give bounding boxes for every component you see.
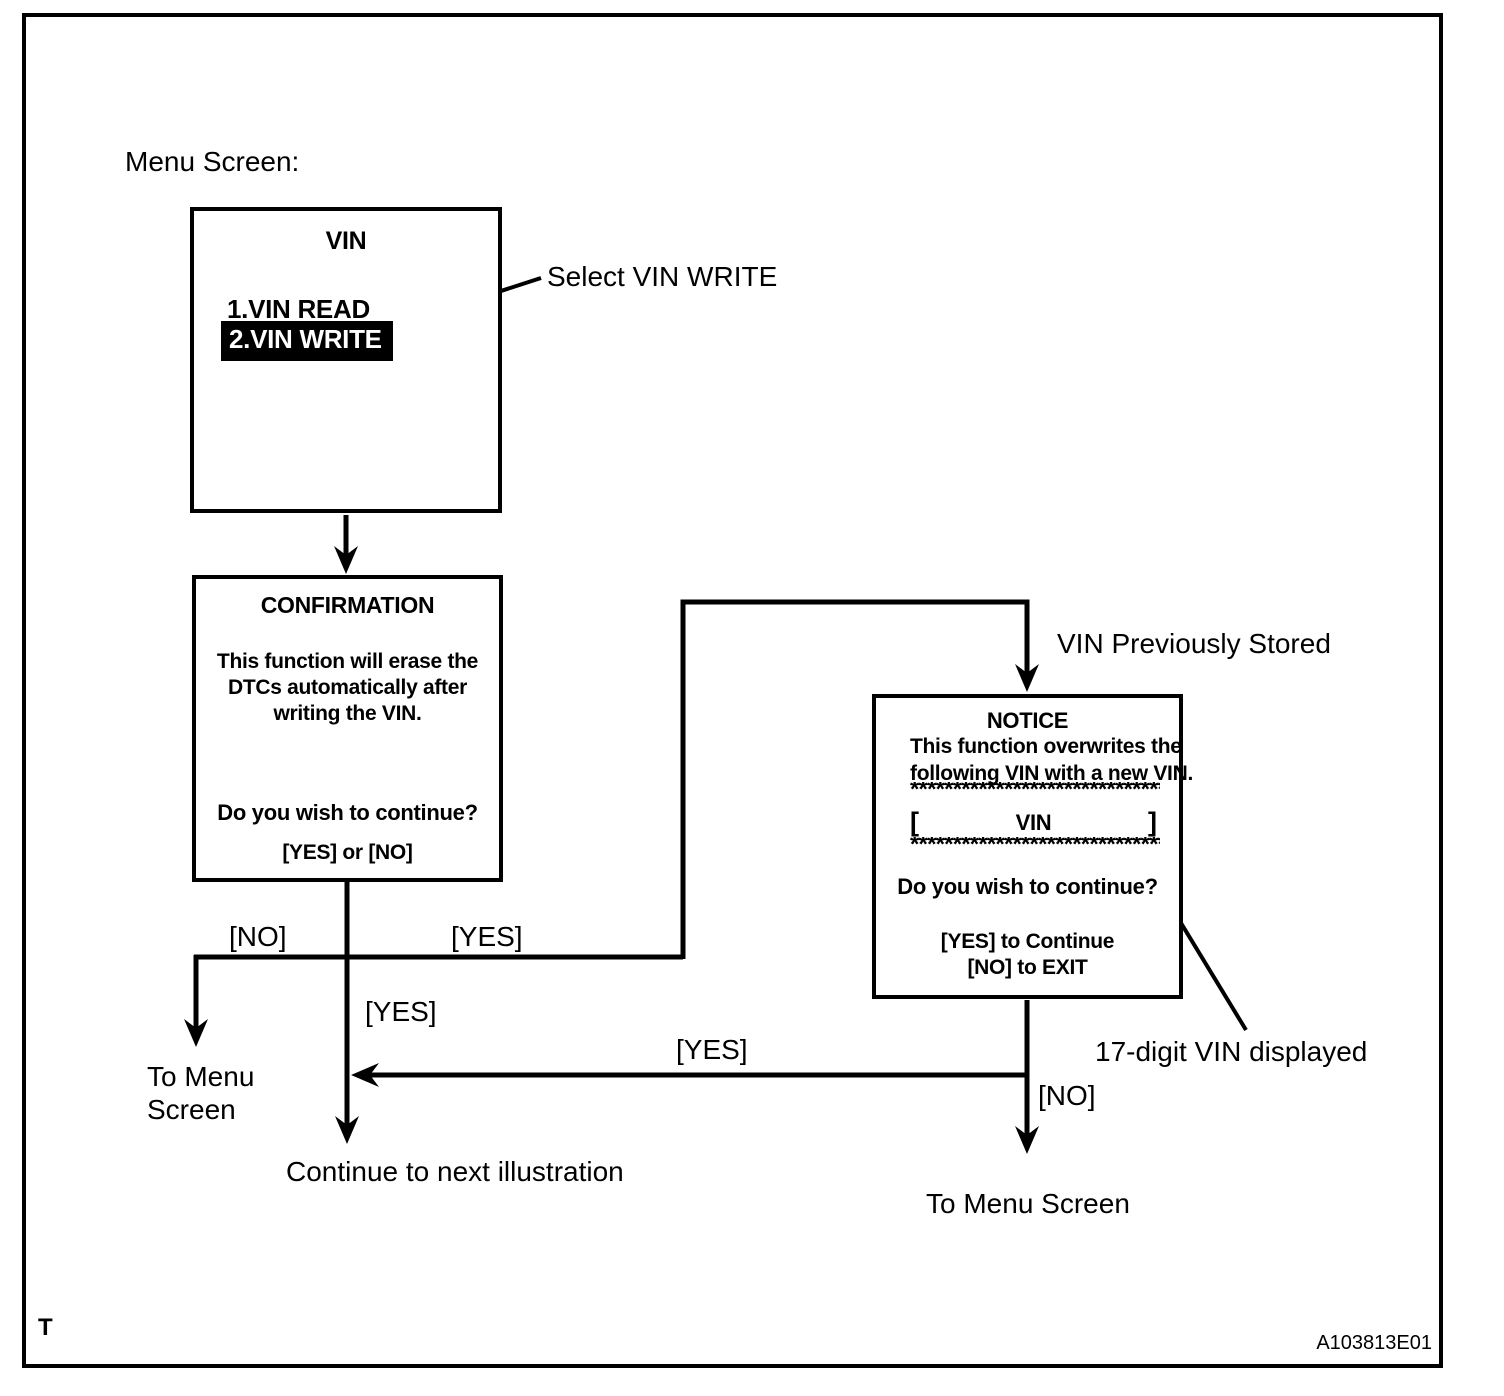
notice-stars-row: ****************************** bbox=[910, 782, 1160, 797]
callout-select-vin-write: Select VIN WRITE bbox=[547, 261, 778, 292]
notice-body: This function overwrites the following V… bbox=[910, 733, 1193, 787]
figure-code: A103813E01 bbox=[1316, 1332, 1432, 1354]
notice-question: Do you wish to continue? bbox=[897, 874, 1158, 899]
notice-title: NOTICE bbox=[986, 708, 1069, 733]
menu-item-vin-write-label: 2.VIN WRITE bbox=[229, 324, 382, 354]
destination-continue-next: Continue to next illustration bbox=[286, 1156, 624, 1187]
confirmation-body: This function will erase the DTCs automa… bbox=[196, 649, 499, 727]
destination-to-menu-screen-left: To Menu Screen bbox=[147, 1060, 254, 1126]
to-menu-left-line2: Screen bbox=[147, 1094, 236, 1125]
edge-label-yes-down: [YES] bbox=[365, 996, 437, 1027]
menu-item-vin-write-highlighted: 2.VIN WRITE bbox=[221, 321, 393, 361]
edge-label-no-down: [NO] bbox=[1038, 1080, 1096, 1111]
notice-no-line: [NO] to EXIT bbox=[967, 956, 1088, 979]
confirmation-question: Do you wish to continue? bbox=[217, 800, 478, 825]
vin-field-close-bracket: ] bbox=[1148, 807, 1157, 837]
edge-label-yes-right: [YES] bbox=[451, 921, 523, 952]
footer-mark-t: T bbox=[38, 1314, 53, 1341]
vin-field-label: VIN bbox=[1015, 809, 1052, 835]
menu-screen-title: VIN bbox=[325, 227, 367, 255]
edge-label-yes-return: [YES] bbox=[676, 1034, 748, 1065]
notice-body-line: following VIN with a new VIN. bbox=[910, 762, 1193, 785]
confirmation-body-line: writing the VIN. bbox=[273, 702, 422, 725]
notice-stars-row: ****************************** bbox=[910, 837, 1160, 852]
notice-body-line: This function overwrites the bbox=[910, 735, 1182, 758]
callout-vin-displayed: 17-digit VIN displayed bbox=[1095, 1036, 1368, 1067]
vin-field-open-bracket: [ bbox=[910, 807, 919, 837]
to-menu-left-line1: To Menu bbox=[147, 1061, 255, 1092]
confirmation-options: [YES] or [NO] bbox=[282, 841, 413, 864]
destination-to-menu-screen-right: To Menu Screen bbox=[926, 1188, 1130, 1219]
confirmation-title: CONFIRMATION bbox=[260, 592, 435, 618]
menu-item-vin-read: 1.VIN READ bbox=[227, 294, 370, 324]
edge-label-no-left: [NO] bbox=[229, 921, 287, 952]
confirmation-body-line: This function will erase the bbox=[216, 650, 479, 673]
confirmation-body-line: DTCs automatically after bbox=[227, 676, 468, 699]
notice-yes-line: [YES] to Continue bbox=[940, 930, 1115, 953]
page-heading: Menu Screen: bbox=[125, 146, 300, 177]
notice-screen-box: NOTICE This function overwrites the foll… bbox=[872, 694, 1193, 999]
notice-vin-field: [ VIN ] bbox=[910, 807, 1157, 838]
menu-screen-box: VIN 1.VIN READ 2.VIN WRITE bbox=[190, 207, 502, 513]
confirmation-screen-box: CONFIRMATION This function will erase th… bbox=[192, 575, 503, 882]
callout-vin-previously-stored: VIN Previously Stored bbox=[1057, 628, 1331, 659]
page-border bbox=[22, 13, 1443, 1368]
